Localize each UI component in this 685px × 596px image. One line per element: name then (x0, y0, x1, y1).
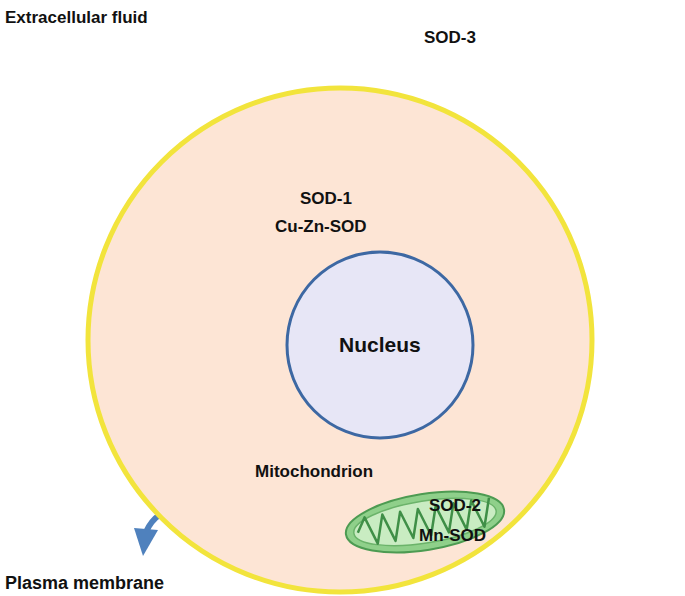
node-label: Mn-SOD (419, 526, 486, 546)
node-label: Cu-Zn-SOD (275, 217, 367, 237)
mito-outline (343, 488, 507, 556)
node-label: Nucleus (339, 333, 421, 357)
region-label: Extracellular fluid (5, 8, 148, 28)
region-label: Plasma membrane (5, 573, 164, 594)
nucleus-node: Nucleus (285, 250, 475, 440)
cell-circle (88, 88, 592, 592)
mitochondrion-body (342, 482, 509, 562)
cell-node: SOD-1Cu-Zn-SOD NucleusMitochondrionSOD-2M… (85, 85, 595, 595)
inner-membrane (351, 490, 500, 554)
outer-membrane (342, 482, 509, 562)
node-label: SOD-1 (300, 189, 352, 209)
node-label: Mitochondrion (255, 462, 373, 482)
region-label: SOD-3 (424, 28, 476, 48)
mito-node: MitochondrionSOD-2Mn-SOD (343, 488, 507, 556)
pointer-head (134, 528, 158, 556)
node-label: SOD-2 (429, 496, 481, 516)
nucleus-circle (287, 252, 473, 438)
